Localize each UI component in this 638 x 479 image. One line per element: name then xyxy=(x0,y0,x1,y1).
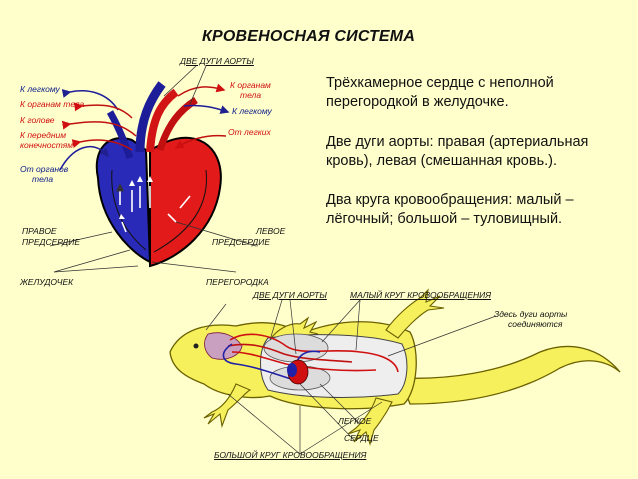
description-paragraph-3: Два круга кровообращения: малый – лёгочн… xyxy=(326,191,626,229)
label-septum: ПЕРЕГОРОДКА xyxy=(206,277,269,287)
label-from-body-organs-1: От органов xyxy=(20,164,69,174)
label-lung: ЛЕГКОЕ xyxy=(338,416,372,426)
label-arches-joined-2: соединяются xyxy=(508,319,563,329)
lizard-vessels xyxy=(222,333,399,383)
label-from-lungs: От легких xyxy=(228,127,271,137)
label-to-body-organs-right-2: тела xyxy=(240,90,262,100)
label-heart: СЕРДЦЕ xyxy=(344,433,379,443)
description-line: Два круга кровообращения: малый – xyxy=(326,192,574,208)
label-to-body-organs-left: К органам тела xyxy=(20,99,85,109)
label-left-atrium-1: ЛЕВОЕ xyxy=(256,226,286,236)
label-two-aortic-arches-lizard: ДВЕ ДУГИ АОРТЫ xyxy=(253,290,327,300)
description-line: лёгочный; большой – туловищный. xyxy=(326,211,563,227)
label-to-lung-left: К легкому xyxy=(20,84,60,94)
heart-vessel-arrows-right xyxy=(174,83,230,149)
label-right-atrium-1: ПРАВОЕ xyxy=(22,226,57,236)
description-line: кровь), левая (смешанная кровь.). xyxy=(326,153,558,169)
lizard-heart xyxy=(287,359,309,385)
label-pulmonary-circuit: МАЛЫЙ КРУГ КРОВООБРАЩЕНИЯ xyxy=(350,290,491,300)
label-to-lung-right: К легкому xyxy=(232,106,272,116)
label-to-head: К голове xyxy=(20,115,55,125)
description-paragraph-1: Трёхкамерное сердце с неполной перегород… xyxy=(326,74,626,112)
heart xyxy=(95,81,222,268)
label-arches-joined-1: Здесь дуги аорты xyxy=(494,309,568,319)
label-two-aortic-arches-heart: ДВЕ ДУГИ АОРТЫ xyxy=(180,56,254,66)
description-line: Трёхкамерное сердце с неполной xyxy=(326,75,554,91)
slide-title: КРОВЕНОСНАЯ СИСТЕМА xyxy=(202,28,416,45)
heart-leader-lines xyxy=(49,65,257,273)
description-line: перегородкой в желудочке. xyxy=(326,94,509,110)
label-to-body-organs-right-1: К органам xyxy=(230,80,271,90)
label-ventricle: ЖЕЛУДОЧЕК xyxy=(20,277,74,287)
label-to-front-limbs-1: К передним xyxy=(20,130,67,140)
heart-vessel-arrows-left xyxy=(59,89,137,171)
label-right-atrium-2: ПРЕДСЕРДИЕ xyxy=(22,237,81,247)
label-systemic-circuit: БОЛЬШОЙ КРУГ КРОВООБРАЩЕНИЯ xyxy=(214,450,367,460)
label-from-body-organs-2: тела xyxy=(32,174,54,184)
label-left-atrium-2: ПРЕДСЕРДИЕ xyxy=(212,237,271,247)
lizard-leader-lines xyxy=(205,299,497,455)
description-paragraph-2: Две дуги аорты: правая (артериальная кро… xyxy=(326,133,626,171)
description-line: Две дуги аорты: правая (артериальная xyxy=(326,134,589,150)
label-to-front-limbs-2: конечностям xyxy=(20,140,74,150)
